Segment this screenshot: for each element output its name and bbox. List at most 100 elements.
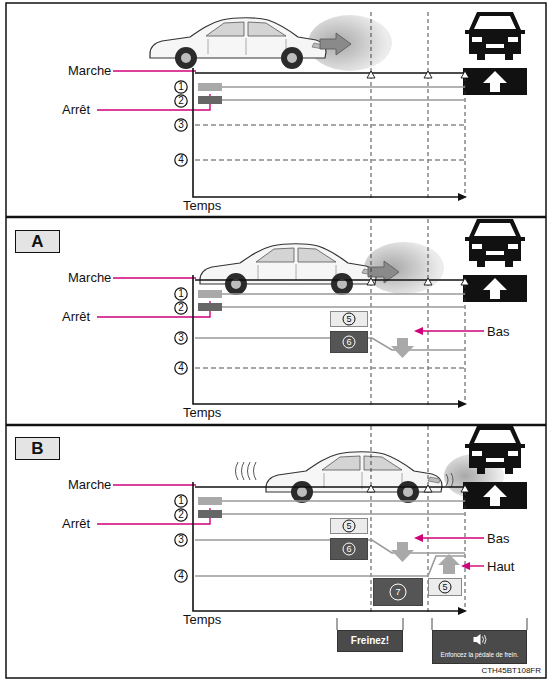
leader-arrowhead (414, 534, 423, 542)
callout-number: 4 (174, 361, 188, 375)
leader-arrowhead (461, 562, 470, 570)
callout-number: 4 (178, 571, 184, 581)
axis-label: Bas (487, 532, 509, 545)
down-arrow (391, 542, 414, 562)
callout-number: 1 (178, 496, 184, 506)
callout-circle (175, 495, 187, 507)
axis-label: Marche (68, 478, 111, 491)
axis-label: Arrêt (62, 517, 90, 530)
callout-number: 3 (178, 120, 184, 130)
callout-number: 2 (174, 301, 188, 315)
callout-number: 2 (178, 510, 184, 520)
axis-label: Bas (487, 325, 509, 338)
callout-ring (439, 581, 451, 593)
callout-number: 4 (174, 569, 188, 583)
message-text: Freinez! (351, 636, 389, 646)
callout-box: 5 (330, 311, 368, 327)
callout-number: 2 (174, 94, 188, 108)
callout-ring (343, 543, 355, 555)
callout-circle (175, 302, 187, 314)
panel-letter: B (31, 440, 43, 457)
callout-number: 7 (395, 588, 400, 597)
speaker-icon (474, 634, 481, 645)
timeline-base (97, 12, 469, 201)
callout-number: 1 (174, 80, 188, 94)
callout-number: 4 (178, 155, 184, 165)
callout-number: 1 (178, 82, 184, 92)
callout-number: 6 (346, 338, 351, 347)
panel-label: A (15, 230, 60, 253)
up-arrow (438, 554, 460, 574)
leader-line (421, 330, 484, 331)
callout-number: 2 (178, 303, 184, 313)
axis-label: Marche (68, 64, 111, 77)
callout-ring (343, 313, 355, 325)
callout-box: 5 (330, 518, 368, 534)
alert-waves (446, 473, 453, 487)
state-line-dashed (195, 125, 465, 160)
sensor-beam (308, 15, 392, 71)
callout-ring (390, 584, 406, 600)
axis-label: Haut (487, 560, 514, 573)
callout-circle (175, 509, 187, 521)
callout-number: 4 (178, 363, 184, 373)
leader-line (468, 565, 484, 566)
callout-ring (343, 336, 355, 348)
axis-label: Temps (183, 613, 221, 626)
axis-label: Arrêt (62, 310, 90, 323)
callout-number: 1 (174, 494, 188, 508)
panel-divider (6, 217, 546, 425)
callout-circle (175, 119, 187, 131)
car-side (266, 452, 442, 503)
figure-code: CTH45BT108FR (481, 667, 541, 675)
axis-label: Marche (68, 271, 111, 284)
sensor-beam (364, 242, 444, 294)
callout-ring (343, 520, 355, 532)
outer-frame (6, 3, 546, 678)
leader-line (421, 537, 484, 538)
callout-circle (175, 288, 187, 300)
callout-circle (175, 81, 187, 93)
callout-number: 3 (174, 533, 188, 547)
callout-circle (175, 362, 187, 374)
callout-number: 2 (174, 508, 188, 522)
timeline-base (97, 219, 469, 408)
panel-letter: A (31, 233, 43, 250)
front-car-icon (463, 426, 527, 509)
callout-number: 5 (442, 583, 447, 592)
down-arrow (391, 338, 414, 358)
callout-number: 1 (174, 287, 188, 301)
callout-number: 3 (174, 331, 188, 345)
callout-box: 7 (373, 578, 423, 606)
callout-box: 5 (428, 578, 462, 596)
state-line-dashed (195, 367, 465, 368)
axis-label: Temps (183, 199, 221, 212)
callout-box: 6 (330, 538, 368, 560)
callout-number: 1 (178, 289, 184, 299)
display-message: Freinez! (337, 630, 403, 652)
callout-box: 6 (330, 331, 368, 353)
speaker-icon (433, 631, 526, 663)
car-side (150, 18, 326, 69)
callout-number: 6 (346, 545, 351, 554)
callout-circle (175, 570, 187, 582)
callout-number: 3 (174, 118, 188, 132)
front-car-icon (463, 219, 527, 302)
panel-label: B (15, 437, 60, 460)
callout-circle (175, 534, 187, 546)
timeline-base (97, 426, 469, 615)
callout-number: 2 (178, 96, 184, 106)
car-side (200, 244, 376, 295)
bracket-tick (337, 618, 527, 630)
callout-number: 4 (174, 153, 188, 167)
callout-circle (175, 95, 187, 107)
callout-circle (175, 154, 187, 166)
axis-label: Arrêt (62, 103, 90, 116)
callout-number: 3 (178, 535, 184, 545)
axis-label: Temps (183, 406, 221, 419)
display-message: Enfoncez la pédale de frein. (432, 630, 527, 664)
callout-number: 5 (346, 315, 351, 324)
speaker-waves (483, 635, 487, 644)
motion-arrow (320, 33, 351, 55)
